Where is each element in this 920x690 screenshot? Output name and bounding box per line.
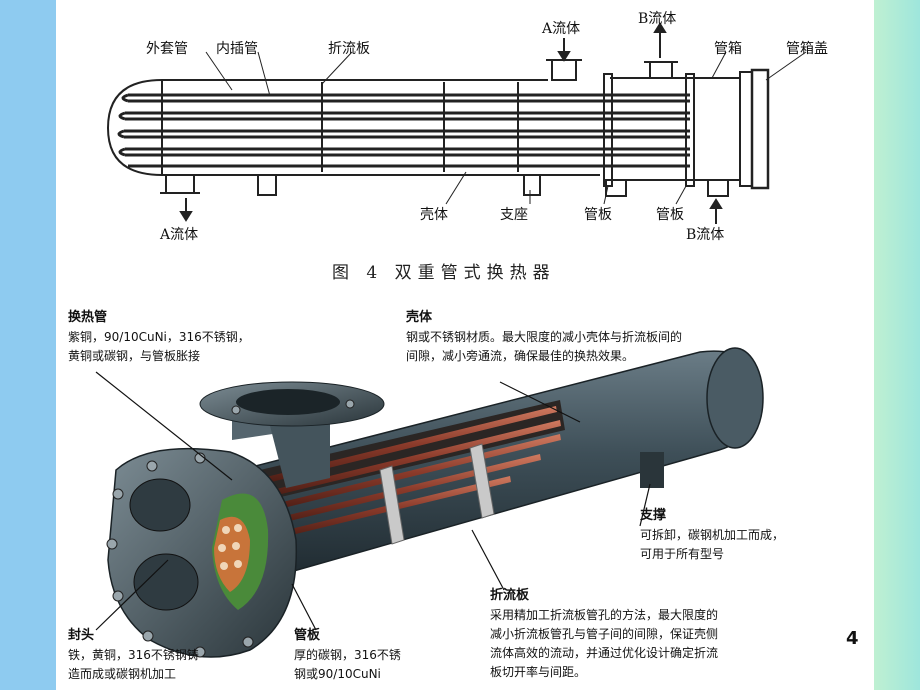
- double-tube-exchanger-schematic: [106, 22, 807, 224]
- annotation-head-title: 封头: [68, 628, 95, 643]
- annotation-baffle-line-3: 流体高效的流动，并通过优化设计确定折流: [490, 646, 719, 660]
- label-fluid-b-in: B流体: [686, 227, 725, 243]
- label-tube-sheet-1: 管板: [584, 207, 612, 223]
- annotation-baffle: 折流板 采用精加工折流板管孔的方法，最大限度的 减小折流板管孔与管子间的间隙，保…: [490, 584, 718, 682]
- label-inner-tube: 内插管: [216, 41, 258, 57]
- annotation-head: 封头 铁，黄铜，316不锈钢铸 造而成或碳钢机加工: [68, 624, 199, 684]
- annotation-tube-sheet: 管板 厚的碳钢，316不锈 钢或90/10CuNi: [294, 624, 401, 684]
- label-outer-tube: 外套管: [146, 41, 188, 57]
- label-shell: 壳体: [420, 207, 448, 223]
- annotation-shell-line-1: 钢或不锈钢材质。最大限度的减小壳体与折流板间的: [406, 330, 683, 344]
- annotation-shell-title: 壳体: [406, 310, 433, 325]
- annotation-head-line-2: 造而成或碳钢机加工: [68, 667, 177, 681]
- annotation-tube-sheet-line-2: 钢或90/10CuNi: [294, 667, 381, 681]
- figure-caption: 图 4 双重管式换热器: [332, 263, 556, 283]
- annotation-support: 支撑 可拆卸，碳钢机加工而成， 可用于所有型号: [640, 504, 784, 564]
- annotation-heat-tube-line-1: 紫铜，90/10CuNi，316不锈钢，: [68, 330, 250, 344]
- annotation-baffle-line-1: 采用精加工折流板管孔的方法，最大限度的: [490, 608, 719, 622]
- label-channel-box: 管箱: [714, 41, 742, 57]
- annotation-head-line-1: 铁，黄铜，316不锈钢铸: [68, 648, 199, 662]
- label-support: 支座: [500, 207, 528, 223]
- page-number: 4: [846, 628, 859, 649]
- annotation-tube-sheet-line-1: 厚的碳钢，316不锈: [294, 648, 401, 662]
- label-channel-cover: 管箱盖: [786, 41, 828, 57]
- annotation-baffle-line-4: 板切开率与间距。: [490, 665, 587, 679]
- annotation-shell-line-2: 间隙，减小旁通流，确保最佳的换热效果。: [406, 349, 635, 363]
- annotation-support-title: 支撑: [640, 508, 667, 523]
- annotation-shell: 壳体 钢或不锈钢材质。最大限度的减小壳体与折流板间的 间隙，减小旁通流，确保最佳…: [406, 306, 682, 366]
- annotation-tube-sheet-title: 管板: [294, 628, 321, 643]
- annotation-heat-tube-title: 换热管: [68, 310, 108, 325]
- label-tube-sheet-2: 管板: [656, 207, 684, 223]
- annotation-baffle-title: 折流板: [490, 588, 530, 603]
- annotation-support-line-1: 可拆卸，碳钢机加工而成，: [640, 528, 785, 542]
- label-fluid-b-out: B流体: [638, 11, 677, 27]
- label-fluid-a-in: A流体: [542, 21, 581, 37]
- label-baffle: 折流板: [328, 41, 370, 57]
- annotation-heat-tube-line-2: 黄铜或碳钢，与管板胀接: [68, 349, 201, 363]
- label-fluid-a-out: A流体: [160, 227, 199, 243]
- annotation-support-line-2: 可用于所有型号: [640, 547, 725, 561]
- annotation-heat-tube: 换热管 紫铜，90/10CuNi，316不锈钢， 黄铜或碳钢，与管板胀接: [68, 306, 250, 366]
- annotation-baffle-line-2: 减小折流板管孔与管子间的间隙，保证壳侧: [490, 627, 719, 641]
